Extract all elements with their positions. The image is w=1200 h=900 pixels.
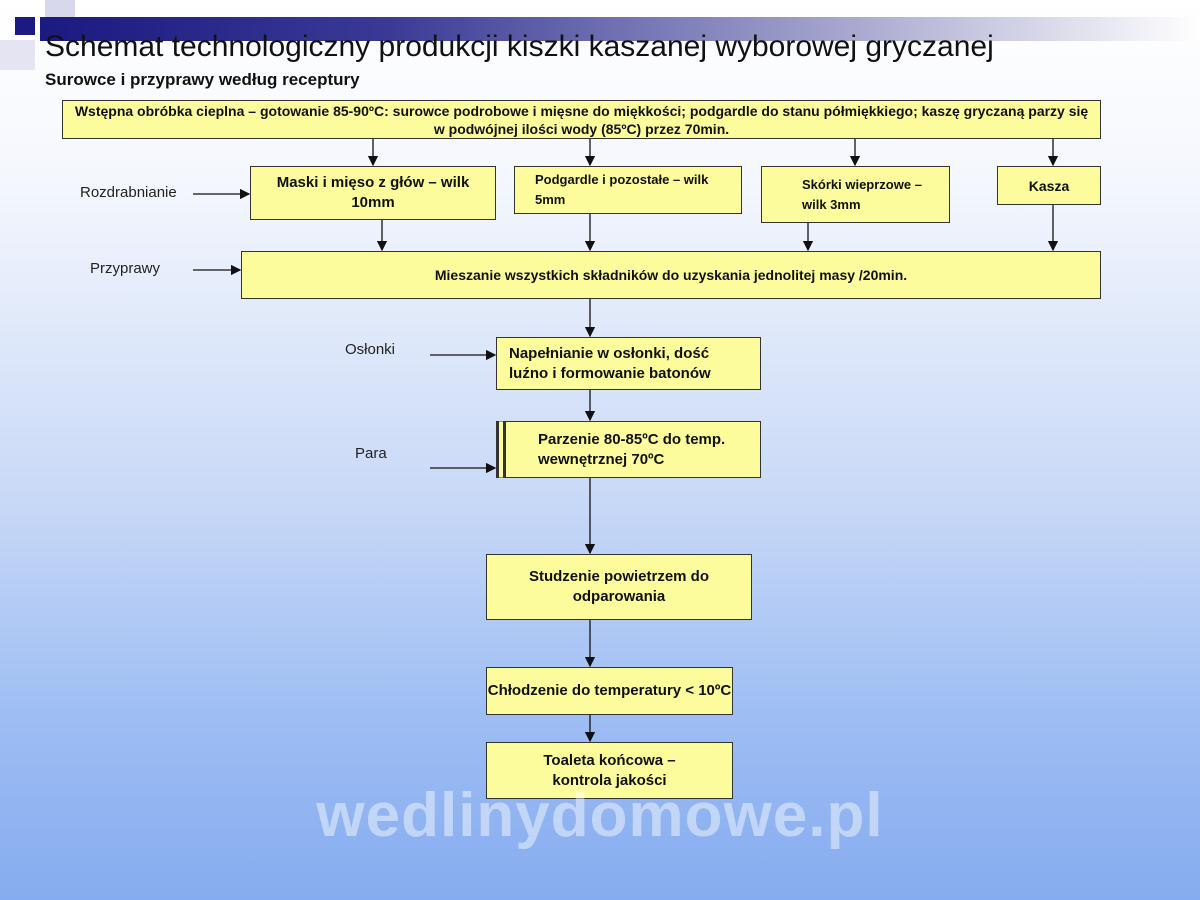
- page-subtitle: Surowce i przyprawy według receptury: [45, 70, 360, 89]
- header-bar: [40, 17, 1200, 41]
- label-para: Para: [355, 445, 387, 462]
- box-kasza: Kasza: [997, 166, 1101, 205]
- decor-square: [15, 17, 35, 35]
- box-parzenie: Parzenie 80-85ºC do temp. wewnętrznej 70…: [496, 421, 761, 478]
- watermark: wedlinydomowe.pl: [316, 781, 884, 850]
- decor-square: [0, 40, 35, 70]
- box-mieszanie: Mieszanie wszystkich składników do uzysk…: [241, 251, 1101, 299]
- box-chlodzenie: Chłodzenie do temperatury < 10ºC: [486, 667, 733, 715]
- label-rozdrabnianie: Rozdrabnianie: [80, 184, 177, 201]
- box-podgardle: Podgardle i pozostałe – wilk 5mm: [514, 166, 742, 214]
- label-przyprawy: Przyprawy: [90, 260, 161, 277]
- box-napelnianie: Napełnianie w osłonki, dość luźno i form…: [496, 337, 761, 390]
- label-oslonki: Osłonki: [345, 341, 396, 358]
- box-wstepna-obrobka: Wstępna obróbka cieplna – gotowanie 85-9…: [62, 100, 1101, 139]
- box-maski: Maski i mięso z głów – wilk 10mm: [250, 166, 496, 220]
- box-toaleta: Toaleta końcowa – kontrola jakości: [486, 742, 733, 799]
- box-studzenie: Studzenie powietrzem do odparowania: [486, 554, 752, 620]
- box-skorki: Skórki wieprzowe – wilk 3mm: [761, 166, 950, 223]
- page-title: Schemat technologiczny produkcji kiszki …: [45, 30, 994, 63]
